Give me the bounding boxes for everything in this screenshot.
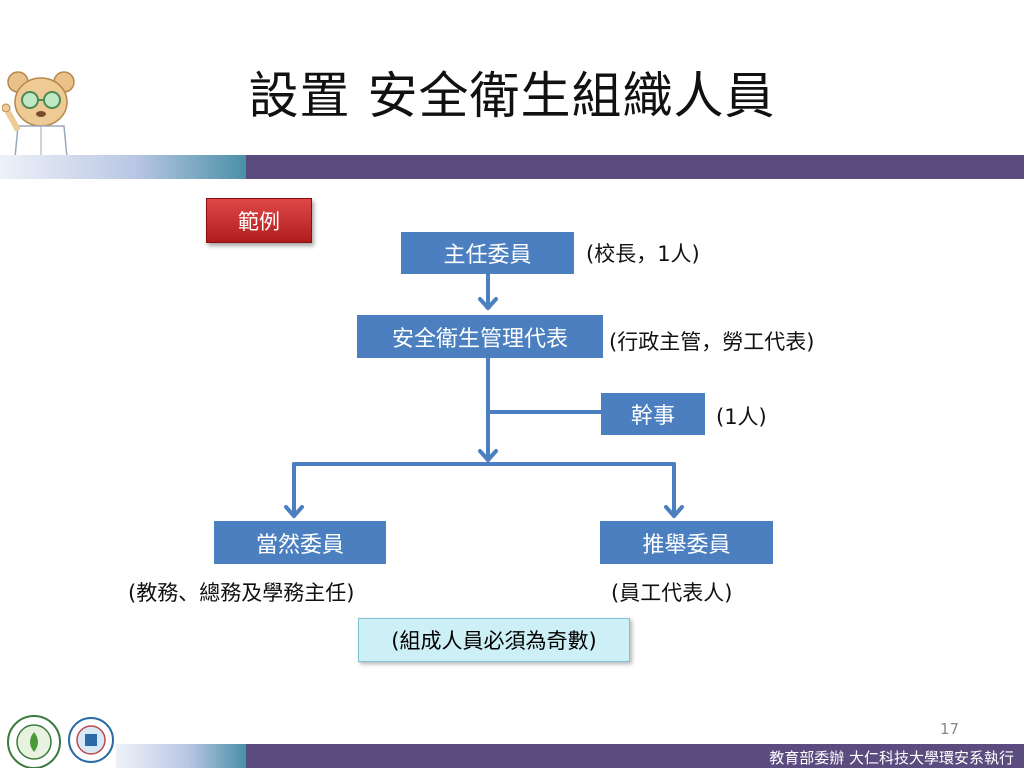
secretary-note: (1人) <box>716 405 767 429</box>
exofficio-node: 當然委員 <box>214 521 386 564</box>
elected-note: (員工代表人) <box>611 581 733 605</box>
chair-note: (校長，1人) <box>586 242 700 266</box>
ministry-of-education-seal-icon <box>7 715 61 768</box>
footer-band-right <box>246 744 1024 768</box>
header-band-left <box>0 155 246 179</box>
rep-note: (行政主管，勞工代表) <box>609 330 815 354</box>
exofficio-note: (教務、總務及學務主任) <box>128 581 355 605</box>
page-title: 設置 安全衛生組織人員 <box>248 67 776 125</box>
rep-node: 安全衛生管理代表 <box>357 315 603 358</box>
elected-node: 推舉委員 <box>600 521 773 564</box>
secretary-node: 幹事 <box>601 393 705 435</box>
page-number: 17 <box>940 720 960 738</box>
university-seal-icon <box>68 717 114 763</box>
bear-scientist-mascot-icon <box>2 71 75 176</box>
footer-credit: 教育部委辦 大仁科技大學環安系執行 <box>769 749 1014 767</box>
odd-number-callout: (組成人員必須為奇數) <box>358 618 630 662</box>
footer-band-left <box>116 744 246 768</box>
example-tag: 範例 <box>206 198 312 243</box>
chair-node: 主任委員 <box>401 232 574 274</box>
header-band-right <box>246 155 1024 179</box>
